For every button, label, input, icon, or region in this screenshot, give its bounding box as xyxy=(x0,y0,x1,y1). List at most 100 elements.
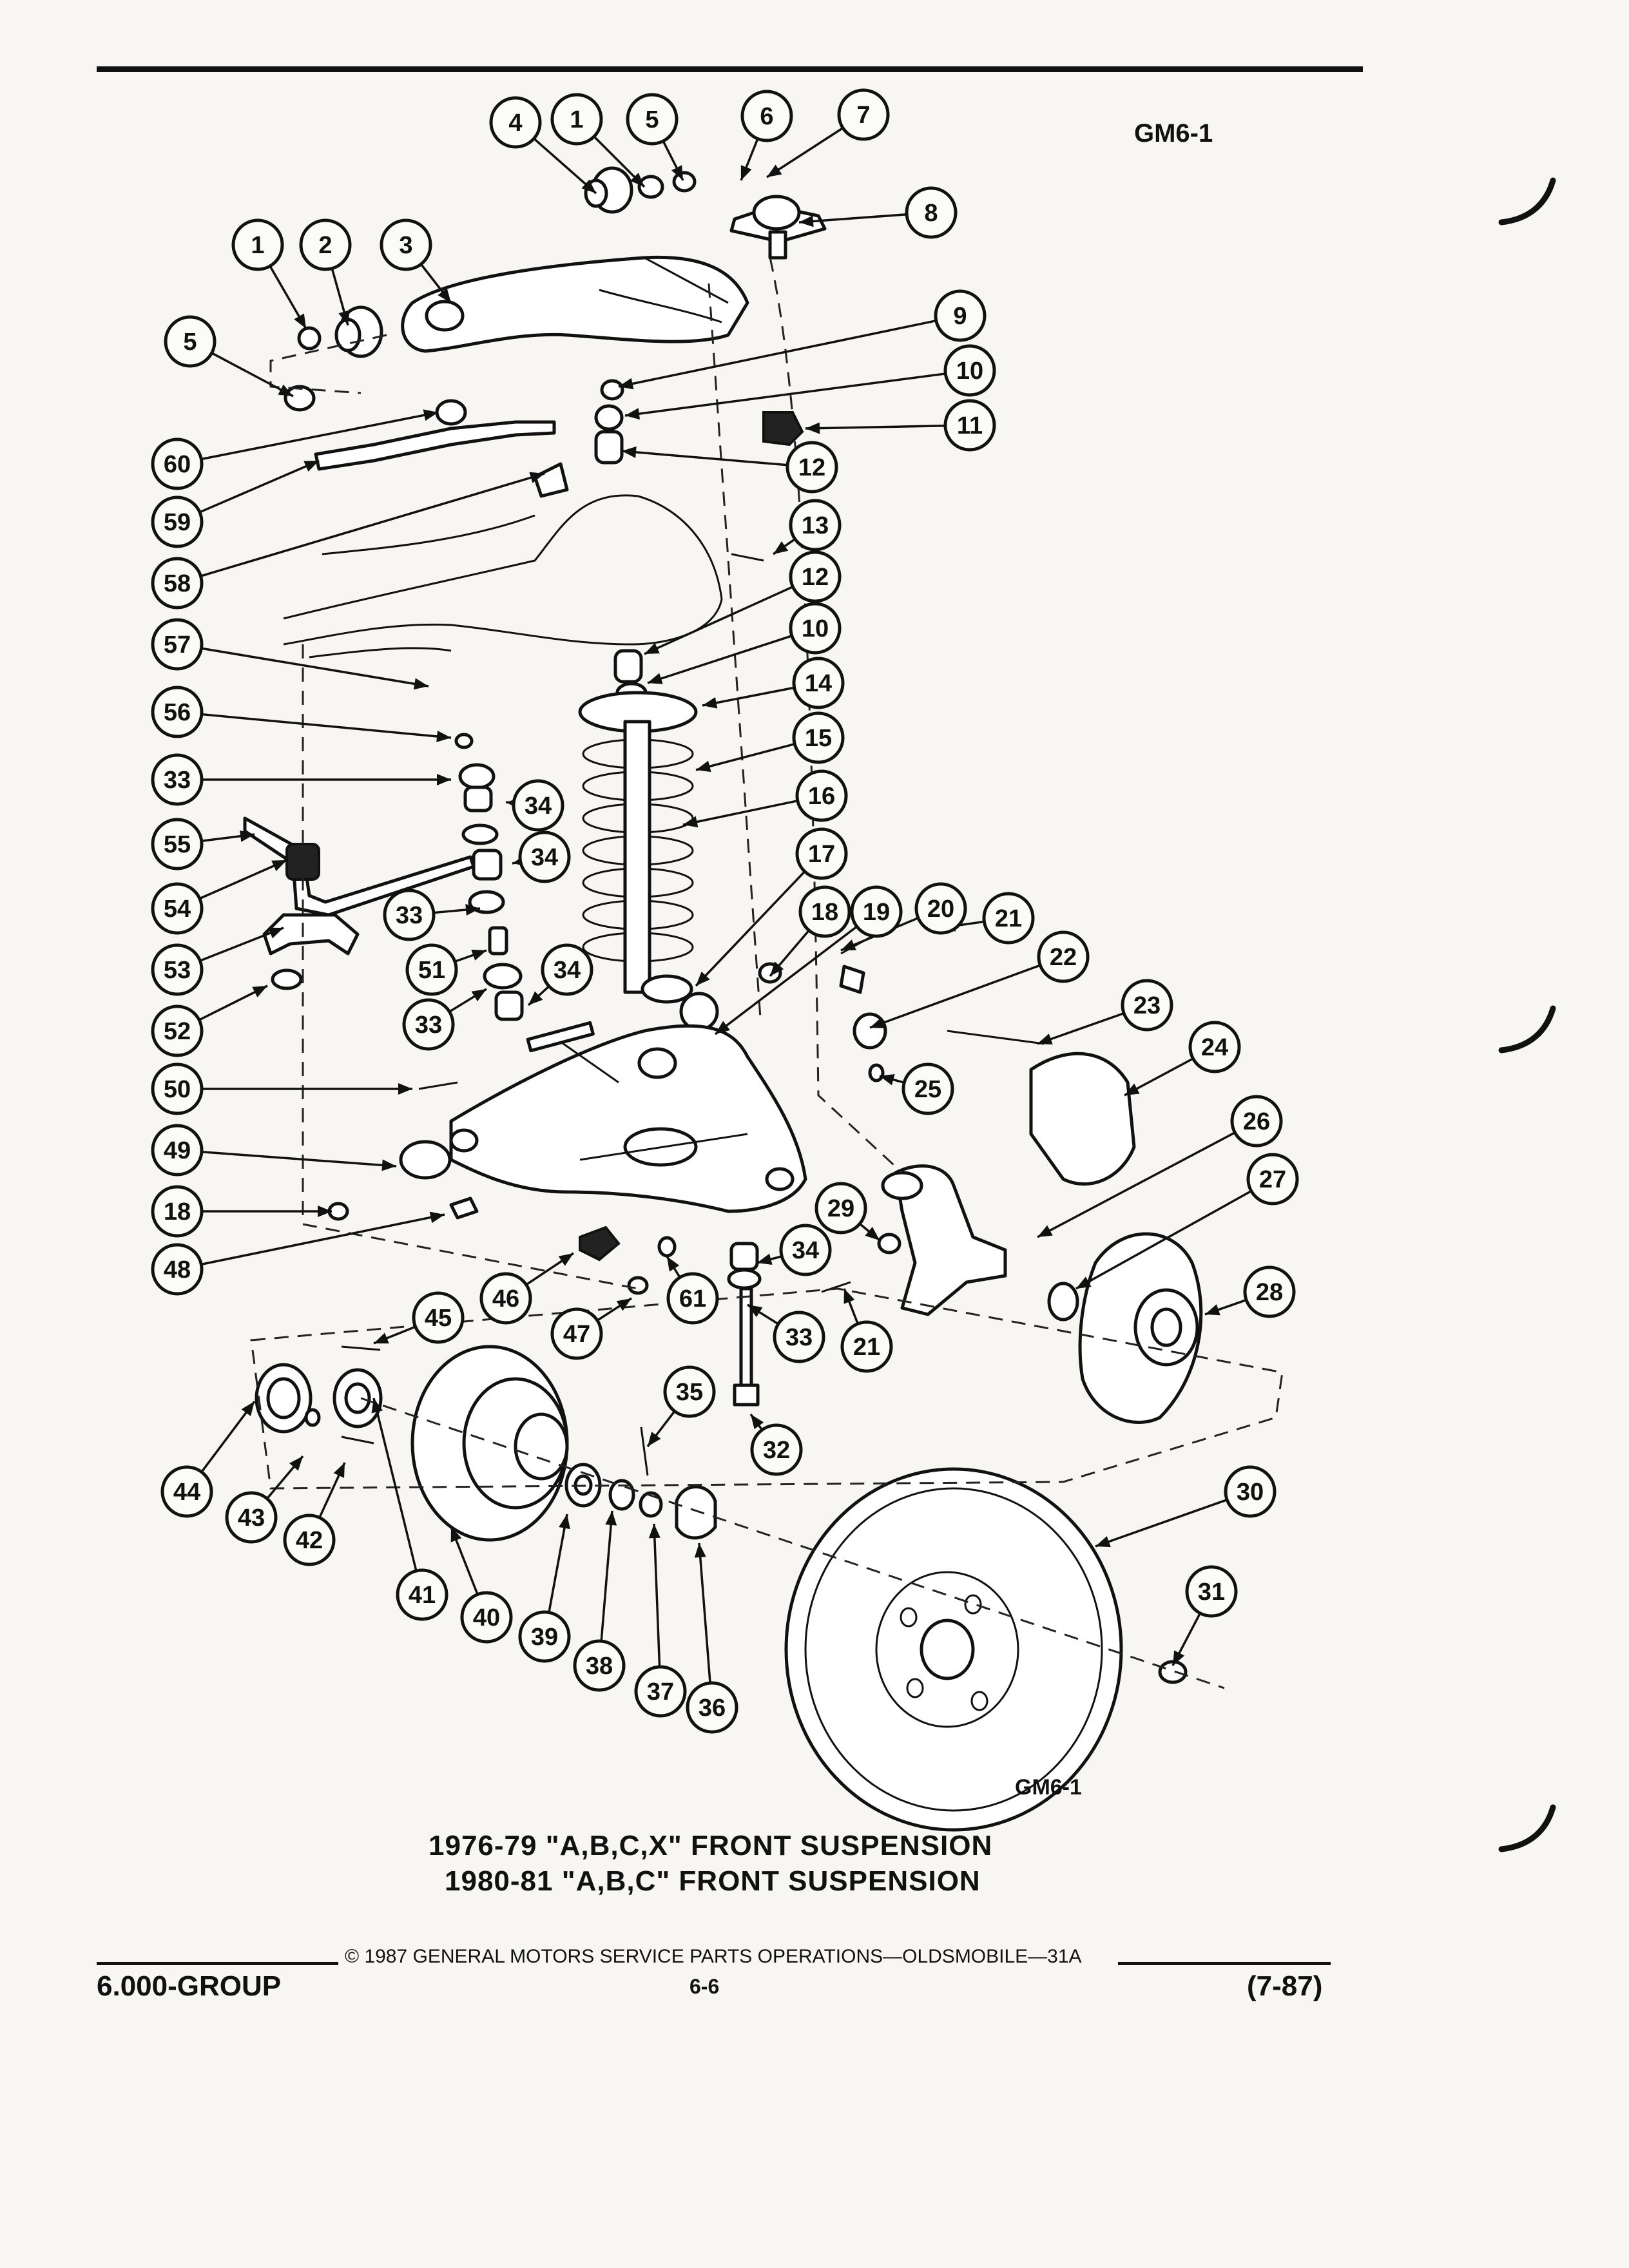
callout-18: 18 xyxy=(798,885,851,938)
leader-arrowhead-36 xyxy=(694,1543,706,1558)
callout-circle xyxy=(686,1681,738,1734)
callout-33: 33 xyxy=(773,1311,825,1363)
callout-circle xyxy=(792,657,845,709)
leader-arrowhead-46 xyxy=(558,1253,574,1266)
footer-rule-right xyxy=(1118,1962,1331,1965)
leader-arrowhead-40 xyxy=(450,1527,462,1542)
leader-arrowhead-38 xyxy=(605,1511,617,1526)
leader-line-53 xyxy=(199,927,284,962)
callout-number: 57 xyxy=(164,631,191,658)
callout-39: 39 xyxy=(518,1610,571,1663)
leader-line-7 xyxy=(766,127,844,178)
callout-circle xyxy=(789,602,842,655)
callout-number: 16 xyxy=(808,783,835,810)
callout-24: 24 xyxy=(1188,1021,1241,1073)
callout-number: 23 xyxy=(1133,992,1161,1019)
callout-circle xyxy=(518,1610,571,1663)
callout-circle xyxy=(225,1491,278,1544)
callout-33: 33 xyxy=(151,753,204,806)
leader-arrowhead-57 xyxy=(413,678,429,690)
callout-35: 35 xyxy=(663,1365,716,1418)
leader-arrowhead-53 xyxy=(268,927,284,939)
callout-56: 56 xyxy=(151,686,204,738)
callout-circle xyxy=(396,1568,448,1621)
callout-number: 5 xyxy=(645,106,659,133)
callout-number: 31 xyxy=(1198,1579,1225,1606)
callout-22: 22 xyxy=(1037,930,1090,983)
callout-number: 7 xyxy=(856,102,870,129)
leader-line-12 xyxy=(621,450,788,466)
callout-3: 3 xyxy=(380,218,432,271)
bumper-11 xyxy=(762,411,804,447)
leader-arrowhead-15 xyxy=(696,760,711,773)
callout-number: 14 xyxy=(805,670,832,697)
leader-line-57 xyxy=(201,647,429,687)
callout-5: 5 xyxy=(626,93,679,146)
callout-circle xyxy=(1246,1153,1299,1206)
callout-number: 48 xyxy=(164,1256,191,1283)
callout-29: 29 xyxy=(815,1182,867,1235)
callout-59: 59 xyxy=(151,495,204,548)
callout-number: 22 xyxy=(1050,944,1077,971)
leader-line-22 xyxy=(869,964,1041,1029)
callout-number: 21 xyxy=(853,1334,880,1361)
callout-circle xyxy=(789,499,842,552)
callout-circle xyxy=(151,882,204,935)
callout-circle xyxy=(160,1465,213,1518)
callout-number: 12 xyxy=(798,454,825,481)
callout-number: 41 xyxy=(409,1582,436,1609)
leader-line-54 xyxy=(199,859,287,900)
callout-57: 57 xyxy=(151,618,204,671)
caption-line-1: 1976-79 "A,B,C,X" FRONT SUSPENSION xyxy=(429,1830,993,1861)
callout-25: 25 xyxy=(901,1062,954,1115)
callout-27: 27 xyxy=(1246,1153,1299,1206)
callout-28: 28 xyxy=(1243,1265,1296,1318)
callout-40: 40 xyxy=(460,1591,513,1644)
callout-circle xyxy=(795,769,848,822)
callout-52: 52 xyxy=(151,1004,204,1057)
callout-number: 1 xyxy=(570,106,583,133)
callout-number: 28 xyxy=(1256,1279,1283,1306)
callout-42: 42 xyxy=(283,1514,336,1566)
callout-1: 1 xyxy=(550,93,603,146)
callout-circle xyxy=(151,1185,204,1238)
callout-circle xyxy=(573,1639,626,1692)
callout-47: 47 xyxy=(550,1307,603,1360)
callout-number: 12 xyxy=(802,564,829,591)
leader-line-10 xyxy=(624,372,946,417)
leader-arrowhead-29 xyxy=(865,1227,880,1240)
callout-36: 36 xyxy=(686,1681,738,1734)
callout-circle xyxy=(518,831,571,883)
callout-number: 33 xyxy=(164,767,191,794)
callout-number: 50 xyxy=(164,1076,191,1103)
leader-arrowhead-4 xyxy=(581,179,596,193)
callout-number: 45 xyxy=(425,1305,452,1332)
leader-line-39 xyxy=(548,1514,568,1613)
callout-number: 54 xyxy=(164,896,191,923)
leader-arrowhead-48 xyxy=(429,1211,445,1224)
callout-circle xyxy=(850,885,903,938)
callout-number: 58 xyxy=(164,570,191,597)
leader-arrowhead-3 xyxy=(438,288,451,303)
leader-arrowhead-14 xyxy=(702,697,718,709)
callout-10: 10 xyxy=(789,602,842,655)
leader-arrowhead-54 xyxy=(271,860,287,872)
callout-circle xyxy=(383,889,436,941)
leader-arrowhead-22 xyxy=(870,1017,885,1028)
callout-circle xyxy=(840,1320,893,1373)
callout-circle xyxy=(663,1365,716,1418)
callout-circle xyxy=(914,882,967,935)
callout-circle xyxy=(231,218,284,271)
callout-18: 18 xyxy=(151,1185,204,1238)
callout-circle xyxy=(1188,1021,1241,1073)
callout-number: 27 xyxy=(1259,1166,1286,1193)
callout-circle xyxy=(460,1591,513,1644)
callout-circle xyxy=(151,753,204,806)
lower-control-arm xyxy=(449,1024,807,1213)
leader-arrowhead-21 xyxy=(843,1289,855,1304)
callout-circle xyxy=(934,289,987,342)
leader-arrowhead-34 xyxy=(757,1253,773,1265)
callout-number: 20 xyxy=(927,896,954,923)
callout-number: 8 xyxy=(924,200,938,227)
leader-arrowhead-31 xyxy=(1173,1650,1185,1666)
